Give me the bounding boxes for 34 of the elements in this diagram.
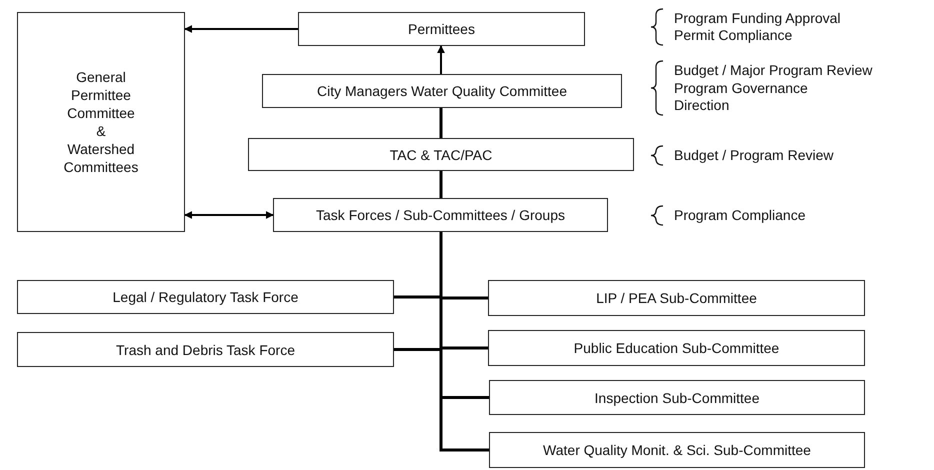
committee-box xyxy=(273,198,608,232)
committee-box xyxy=(489,380,865,415)
committee-box xyxy=(17,332,394,367)
box-label: Public Education Sub-Committee xyxy=(574,339,780,357)
committee-box xyxy=(248,138,634,171)
arrow xyxy=(184,211,274,219)
arrow xyxy=(437,45,445,74)
box-label: Permittees xyxy=(408,20,475,38)
committee-box xyxy=(488,280,865,316)
connector-line xyxy=(440,171,442,198)
connector-line xyxy=(440,108,442,138)
note-text: Program Funding Approval xyxy=(674,10,841,27)
arrow xyxy=(184,25,298,33)
note-text: Program Compliance xyxy=(674,207,806,224)
committee-box xyxy=(262,74,622,108)
committee-box xyxy=(17,280,394,314)
committee-box xyxy=(488,330,865,366)
note-text: Budget / Program Review xyxy=(674,147,834,164)
note-text: Permit Compliance xyxy=(674,27,792,44)
note-text: Budget / Major Program Review xyxy=(674,62,872,79)
box-label: Inspection Sub-Committee xyxy=(594,388,760,406)
box-label: Legal / Regulatory Task Force xyxy=(112,288,298,306)
box-label: TAC & TAC/PAC xyxy=(390,146,492,164)
note-text: Program Governance xyxy=(674,80,808,97)
committee-box xyxy=(17,12,185,232)
note-text: Direction xyxy=(674,97,730,114)
box-label: LIP / PEA Sub-Committee xyxy=(596,289,757,307)
committee-box xyxy=(298,12,585,46)
box-label: City Managers Water Quality Committee xyxy=(317,82,567,100)
box-label: Trash and Debris Task Force xyxy=(116,340,295,358)
committee-box xyxy=(489,432,865,468)
box-label: General Permittee Committee & Watershed Committees xyxy=(62,68,140,176)
box-label: Task Forces / Sub-Committees / Groups xyxy=(316,206,565,224)
box-label: Water Quality Monit. & Sci. Sub-Committee xyxy=(543,441,811,459)
